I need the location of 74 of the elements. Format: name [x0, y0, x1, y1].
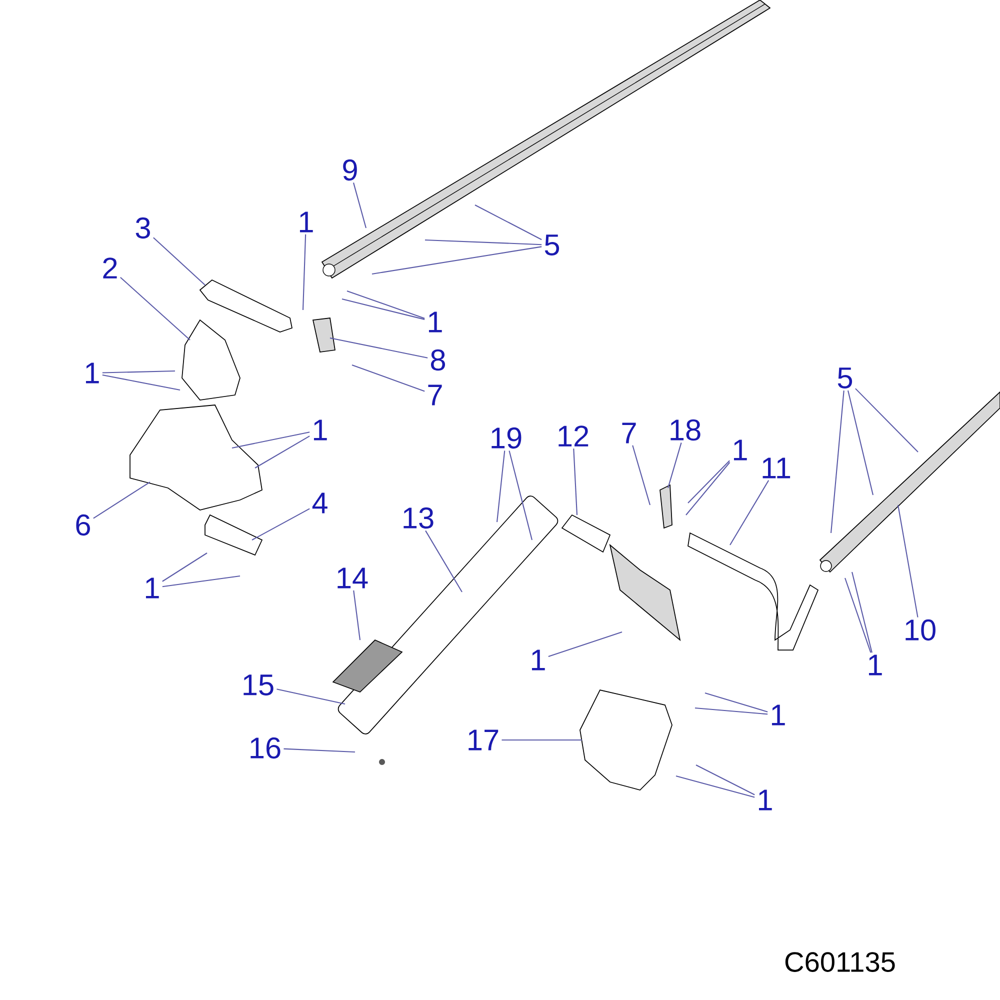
callout-number: 7: [428, 384, 442, 406]
callout-number: 12: [558, 426, 588, 446]
callout-number: 18: [670, 419, 700, 441]
callout-number: 11: [762, 458, 790, 478]
leader-line: [508, 450, 533, 540]
leader-line: [254, 436, 310, 468]
callout-number: 5: [838, 368, 852, 388]
leader-line: [852, 572, 872, 653]
leader-line: [830, 390, 844, 534]
callout-number: 1: [428, 312, 442, 332]
callout-number: 17: [468, 730, 498, 750]
leader-line: [496, 450, 506, 522]
callout-number: 1: [314, 420, 327, 440]
leader-line: [102, 374, 180, 391]
leader-line: [502, 739, 582, 741]
leader-line: [694, 707, 768, 715]
callout-number: 1: [146, 578, 159, 598]
leader-line: [342, 298, 425, 320]
callout-number: 9: [343, 159, 357, 181]
callout-number: 4: [312, 492, 328, 514]
leader-line: [232, 432, 310, 449]
leader-line: [102, 370, 176, 374]
leader-line: [676, 776, 755, 798]
callout-number: 10: [906, 619, 936, 641]
leader-line: [93, 482, 150, 519]
leader-line: [898, 504, 918, 618]
callout-number: 3: [136, 217, 150, 239]
leader-line: [474, 204, 542, 240]
leader-line: [284, 748, 356, 753]
leader-line: [668, 442, 682, 488]
leader-line: [548, 632, 622, 658]
callout-number: 14: [338, 568, 368, 588]
callout-number: 1: [86, 362, 99, 384]
callout-number: 2: [103, 258, 117, 278]
callout-number: 16: [250, 737, 280, 759]
leader-line: [425, 530, 462, 592]
leader-line: [353, 182, 367, 228]
leader-line: [252, 508, 310, 540]
callout-number: 1: [300, 212, 313, 232]
leader-line: [302, 234, 306, 310]
leader-line: [352, 364, 425, 392]
leader-line: [372, 246, 542, 275]
leader-line: [848, 390, 874, 496]
leader-line: [424, 239, 542, 246]
callout-number: 1: [734, 440, 747, 460]
callout-number: 13: [404, 507, 434, 529]
leader-line: [855, 388, 918, 452]
leader-line: [162, 575, 240, 588]
leader-line: [573, 448, 578, 516]
leader-line: [686, 462, 730, 516]
leader-line: [162, 552, 208, 582]
callout-number: 1: [869, 654, 882, 676]
callout-number: 1: [772, 704, 785, 726]
leader-line: [120, 276, 190, 340]
leader-line: [696, 764, 755, 796]
leader-line: [730, 480, 770, 546]
callout-number: 19: [492, 427, 522, 449]
callout-number: 8: [431, 349, 446, 371]
callout-number: 7: [622, 422, 636, 444]
leader-line: [276, 688, 346, 705]
leader-line: [632, 445, 651, 506]
callout-number: 5: [544, 234, 560, 256]
callout-number: 15: [244, 674, 274, 696]
callout-number: 1: [759, 790, 772, 810]
leader-line: [353, 590, 361, 640]
leader-line: [688, 460, 730, 504]
leader-line: [844, 578, 872, 653]
leader-line: [704, 692, 768, 712]
callout-number: 6: [76, 514, 90, 536]
callout-number: 1: [532, 650, 545, 670]
drawing-number: C601135: [785, 952, 895, 972]
leader-line: [346, 290, 425, 319]
leader-line: [153, 237, 206, 286]
leader-line: [330, 337, 428, 358]
